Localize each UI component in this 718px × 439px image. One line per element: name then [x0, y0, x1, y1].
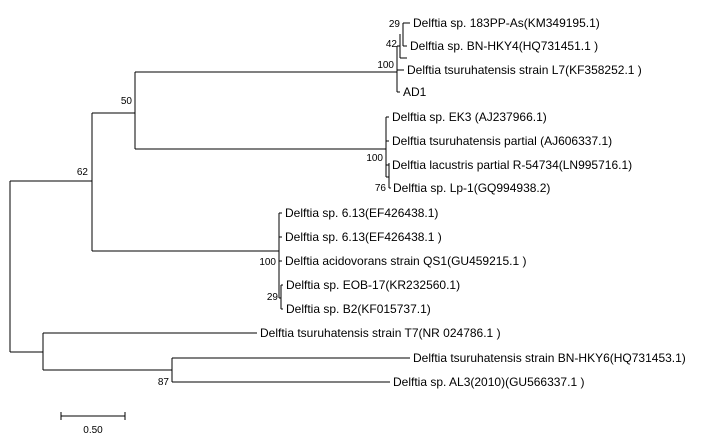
- bootstrap-value: 50: [121, 96, 133, 107]
- bootstrap-value: 100: [259, 257, 276, 268]
- tree-branches: [9, 22, 410, 383]
- bootstrap-value: 62: [77, 167, 89, 178]
- bootstrap-value: 42: [386, 39, 398, 50]
- bootstrap-values: 29 42 100 50 100 76 62 100 29 87: [77, 19, 401, 388]
- taxon-label: Delftia tsuruhatensis strain T7(NR 02478…: [260, 326, 501, 340]
- taxon-label: Delftia sp. Lp-1(GQ994938.2): [393, 181, 550, 195]
- taxon-labels: Delftia sp. 183PP-As(KM349195.1) Delftia…: [260, 16, 686, 389]
- bootstrap-value: 100: [366, 153, 383, 164]
- taxon-label: Delftia sp. 6.13(EF426438.1): [285, 206, 438, 220]
- taxon-label: Delftia sp. BN-HKY4(HQ731451.1 ): [410, 39, 598, 53]
- bootstrap-value: 100: [377, 60, 394, 71]
- taxon-label: Delftia sp. 6.13(EF426438.1 ): [285, 230, 442, 244]
- taxon-label: Delftia sp. EOB-17(KR232560.1): [286, 278, 460, 292]
- taxon-label: Delftia lacustris partial R-54734(LN9957…: [392, 158, 632, 172]
- taxon-label: Delftia tsuruhatensis strain L7(KF358252…: [407, 63, 642, 77]
- bootstrap-value: 29: [267, 292, 279, 303]
- scale-bar-label: 0.50: [83, 425, 103, 436]
- taxon-label: Delftia tsuruhatensis partial (AJ606337.…: [392, 134, 612, 148]
- bootstrap-value: 76: [375, 183, 387, 194]
- taxon-label: Delftia sp. B2(KF015737.1): [286, 302, 431, 316]
- taxon-label: Delftia sp. 183PP-As(KM349195.1): [413, 16, 600, 30]
- bootstrap-value: 87: [158, 377, 170, 388]
- scale-bar: 0.50: [60, 412, 126, 436]
- bootstrap-value: 29: [389, 19, 401, 30]
- taxon-label: Delftia tsuruhatensis strain BN-HKY6(HQ7…: [413, 351, 686, 365]
- taxon-label: Delftia sp. AL3(2010)(GU566337.1 ): [393, 375, 584, 389]
- taxon-label: Delftia acidovorans strain QS1(GU459215.…: [285, 254, 526, 268]
- taxon-label: Delftia sp. EK3 (AJ237966.1): [392, 110, 547, 124]
- taxon-label: AD1: [403, 85, 427, 99]
